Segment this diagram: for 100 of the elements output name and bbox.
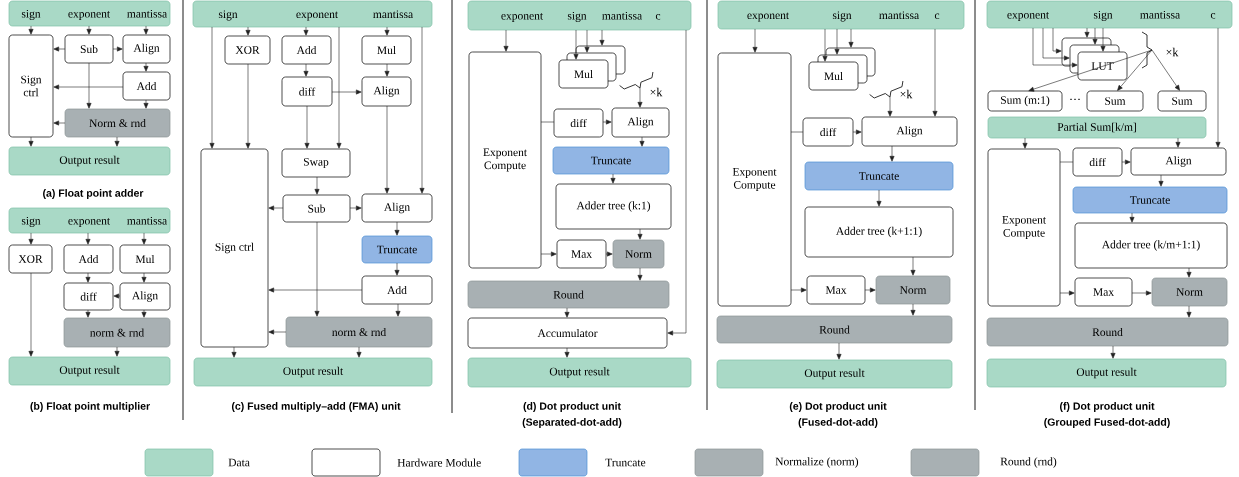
- arrow: [836, 342, 842, 360]
- module-box: diff: [281, 76, 333, 107]
- arrow: [932, 28, 938, 117]
- arrow: [910, 303, 916, 316]
- arrow: [667, 29, 687, 336]
- connector-line: [790, 131, 804, 133]
- arrow: [384, 105, 390, 194]
- arrow: [114, 136, 120, 147]
- arrow: [53, 46, 66, 52]
- arrow: [336, 26, 342, 149]
- data-bar: Output result: [716, 359, 953, 389]
- normalize-box: Norm: [612, 239, 665, 269]
- arrow: [1175, 137, 1181, 148]
- arrow: [268, 329, 287, 335]
- legend-label: Hardware Module: [397, 458, 481, 467]
- normalize-box: Norm: [1151, 277, 1228, 307]
- arrow: [209, 26, 215, 149]
- caption: (Separated-dot-add): [522, 418, 622, 428]
- module-box: Swap: [281, 148, 351, 178]
- caption: (Grouped Fused-dot-add): [1044, 418, 1170, 428]
- arrow: [639, 136, 645, 147]
- arrow: [1052, 27, 1062, 54]
- legend-label: Round (rnd): [1000, 457, 1057, 468]
- data-bar: sign exponent mantissa: [192, 0, 433, 28]
- repeat-label: ×k: [650, 87, 663, 97]
- arrow: [314, 176, 320, 195]
- arrow: [599, 29, 605, 46]
- arrow: [303, 63, 309, 77]
- caption: (b) Float point multiplier: [30, 402, 150, 412]
- module-box: Sum: [1086, 90, 1144, 112]
- truncate-box: Truncate: [552, 146, 670, 175]
- arrow: [384, 26, 390, 36]
- module-box: Align: [361, 76, 412, 107]
- arrow: [113, 293, 121, 299]
- repeat-label: ×k: [1166, 47, 1179, 57]
- module-box: Exponent Compute: [468, 51, 542, 269]
- module-box: Add: [281, 35, 332, 65]
- module-box: Align: [861, 116, 958, 147]
- arrow: [331, 89, 362, 95]
- normalize-box: Norm: [875, 275, 951, 305]
- module-box: Max: [1074, 277, 1133, 307]
- arrow: [53, 84, 124, 90]
- module-box: Sum (m:1): [987, 90, 1063, 112]
- arrow: [637, 228, 643, 240]
- arrow: [28, 232, 34, 245]
- arrow: [268, 287, 363, 293]
- caption: (d) Dot product unit: [523, 402, 621, 412]
- arrow: [141, 272, 147, 283]
- module-box: diff: [63, 282, 114, 311]
- data-bar: Output result: [467, 357, 692, 388]
- arrow: [394, 221, 400, 236]
- arrow: [85, 272, 91, 283]
- module-box: Sign ctrl: [200, 148, 269, 348]
- arrow: [864, 287, 876, 293]
- ellipsis: ···: [1070, 98, 1080, 101]
- module-box: Exponent Compute: [717, 52, 792, 307]
- module-box: Sub: [64, 34, 114, 64]
- arrow: [1042, 27, 1070, 61]
- arrow: [637, 267, 643, 281]
- arrow: [245, 26, 251, 36]
- arrow: [790, 287, 807, 293]
- module-box: diff: [553, 108, 604, 138]
- module-box: Adder tree (k/m+1:1): [1074, 222, 1228, 269]
- caption: (a) Float point adder: [43, 189, 144, 199]
- module-box: Add: [122, 71, 171, 101]
- module-box: Exponent Compute: [987, 148, 1061, 307]
- truncate-box: Truncate: [804, 161, 954, 191]
- arrow: [503, 29, 509, 52]
- arrow: [143, 62, 149, 72]
- module-box: Mul: [119, 244, 171, 274]
- legend-label: Truncate: [605, 458, 646, 467]
- module-box: Adder tree (k:1): [555, 183, 672, 230]
- module-box: Adder tree (k+1:1): [804, 206, 954, 258]
- data-bar: exponent sign mantissa c: [467, 0, 692, 31]
- module-box: Max: [806, 275, 866, 305]
- data-bar: Partial Sum[k/m]: [987, 116, 1207, 139]
- module-box: XOR: [8, 244, 53, 274]
- module-box: Add: [63, 244, 114, 274]
- arrow: [231, 346, 237, 358]
- arrow: [28, 25, 34, 35]
- arrow: [887, 96, 893, 117]
- arrow: [848, 28, 854, 48]
- arrow: [112, 46, 123, 52]
- arrow: [114, 346, 120, 357]
- data-bar: Output result: [986, 358, 1227, 388]
- arrow: [395, 303, 401, 317]
- truncate-box: Truncate: [1072, 186, 1228, 214]
- arrow: [1032, 27, 1078, 68]
- arrow: [876, 189, 882, 207]
- arrow: [349, 205, 362, 211]
- arrow: [314, 221, 320, 317]
- round-box: Round: [716, 315, 953, 344]
- normalize-box: Norm & rnd: [64, 108, 171, 138]
- module-box: Accumulator: [467, 317, 668, 349]
- arrow: [564, 307, 570, 318]
- arrow: [602, 119, 612, 125]
- module-box: diff: [1072, 147, 1123, 177]
- arrow: [28, 136, 34, 147]
- legend-label: Data: [228, 458, 250, 467]
- arrow: [637, 87, 643, 108]
